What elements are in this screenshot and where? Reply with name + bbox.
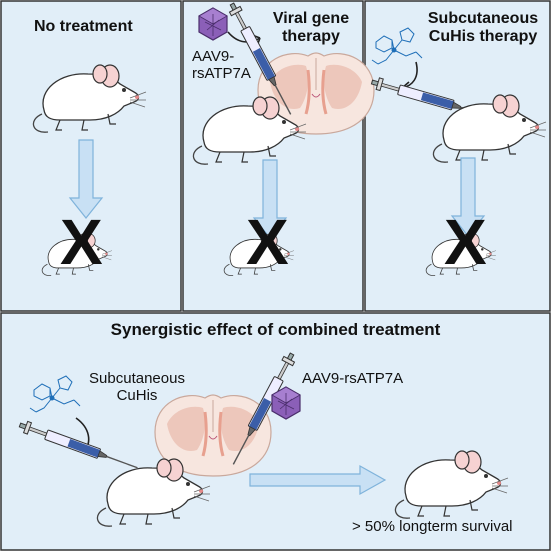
vector-label: AAV9-rsATP7A	[192, 48, 251, 82]
panel-combined-treatment	[0, 312, 551, 551]
panel-title-subcutaneous: Subcutaneous CuHis therapy	[427, 10, 539, 45]
outcome-mark-subcutaneous: X	[444, 206, 487, 278]
curved-arrow-icon	[227, 31, 261, 43]
survival-label: > 50% longterm survival	[352, 518, 513, 535]
outcome-mark-no-treatment: X	[60, 206, 103, 278]
panel-title-viral: Viral gene therapy	[272, 10, 350, 45]
outcome-mark-viral: X	[246, 206, 289, 278]
combined-title: Synergistic effect of combined treatment	[110, 320, 441, 339]
panel-title-no-treatment: No treatment	[34, 18, 133, 35]
combined-cuhis-label: Subcutaneous CuHis	[89, 370, 185, 404]
combined-vector-label: AAV9-rsATP7A	[302, 370, 404, 387]
right-arrow-icon	[249, 464, 387, 496]
